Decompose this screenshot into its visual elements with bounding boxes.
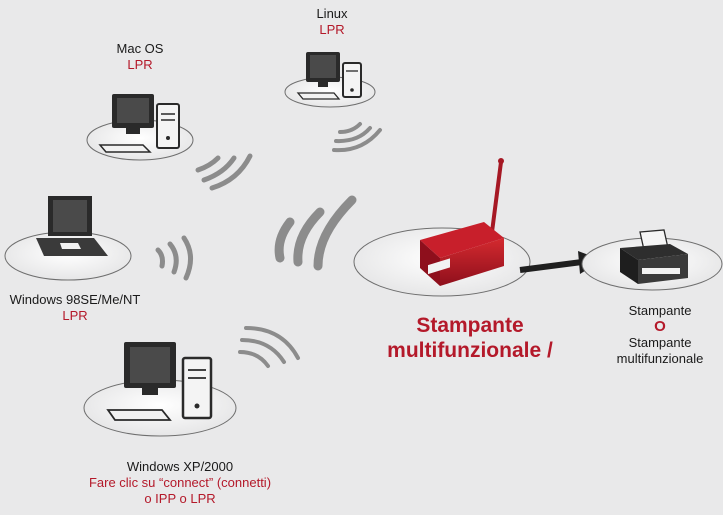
windowsxp-line2: o IPP o LPR	[144, 491, 216, 506]
wireless-waves-xp	[238, 326, 300, 368]
linux-computer-icon	[284, 52, 376, 108]
print-server-icon	[353, 158, 531, 297]
wireless-waves-server	[274, 195, 357, 271]
printer-icon	[581, 229, 723, 291]
windows98-label: Windows 98SE/Me/NT LPR	[0, 292, 150, 324]
printer-line2: Stampante	[628, 335, 692, 350]
mac-name: Mac OS	[116, 41, 164, 56]
xp-computer-icon	[83, 342, 237, 437]
wireless-waves-mac	[195, 153, 253, 191]
server-label: Stampante multifunzionale /	[370, 313, 570, 363]
linux-label: Linux LPR	[292, 6, 372, 38]
server-line2: multifunzionale /	[387, 339, 553, 362]
server-line1: Stampante	[416, 314, 524, 337]
windowsxp-label: Windows XP/2000 Fare clic su “connect” (…	[60, 459, 300, 507]
windows98-protocol: LPR	[62, 308, 88, 323]
printer-or: O	[654, 318, 666, 335]
linux-name: Linux	[316, 6, 348, 21]
laptop-computer-icon	[4, 196, 132, 281]
mac-computer-icon	[86, 94, 194, 161]
printer-line3: multifunzionale	[616, 351, 704, 366]
windowsxp-line1: Fare clic su “connect” (connetti)	[88, 475, 272, 490]
wireless-waves-linux	[332, 122, 382, 153]
linux-protocol: LPR	[319, 22, 345, 37]
windows98-name: Windows 98SE/Me/NT	[9, 292, 141, 307]
wireless-waves-laptop	[155, 235, 193, 281]
windowsxp-name: Windows XP/2000	[126, 459, 234, 474]
mac-label: Mac OS LPR	[85, 41, 195, 73]
printer-line1: Stampante	[628, 303, 692, 318]
mac-protocol: LPR	[127, 57, 153, 72]
printer-label: Stampante O Stampante multifunzionale	[605, 303, 715, 367]
